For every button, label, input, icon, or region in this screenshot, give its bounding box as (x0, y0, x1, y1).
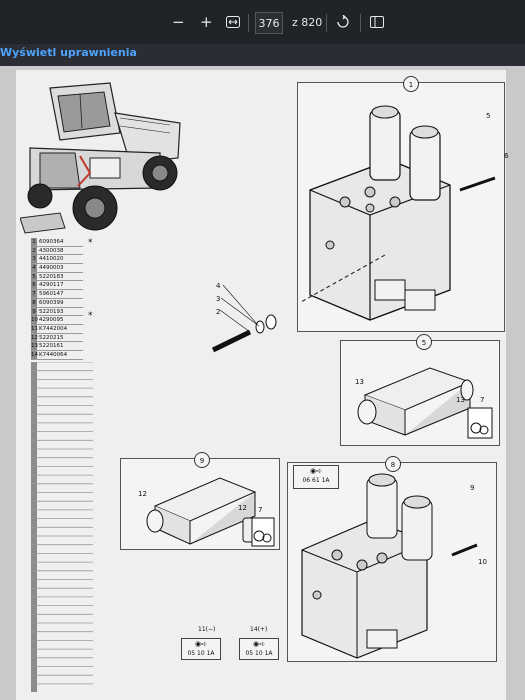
eye-arrow-icon: ◉➪ (310, 467, 322, 475)
part-label: 5 (486, 112, 491, 120)
part-label: 13 (456, 396, 465, 404)
part-code: K7440064 (39, 351, 68, 358)
valve-5-drawing (357, 367, 485, 436)
part-code: K7442004 (39, 325, 68, 332)
part-code: 5220183 (39, 273, 64, 280)
book-view-icon (370, 16, 384, 28)
code-badge: ◉➪ 05 10 1A (181, 638, 221, 660)
callout-5: 5 (416, 334, 432, 350)
part-code: 4490003 (39, 265, 64, 272)
part-label: 12 (138, 490, 147, 498)
part-code: 4300038 (39, 247, 64, 254)
page-view-button[interactable] (370, 12, 390, 32)
valve-9-drawing (146, 477, 262, 545)
part-code: 5220215 (39, 334, 64, 341)
row-number: 6 (31, 281, 37, 290)
zoom-in-button[interactable]: + (200, 13, 213, 31)
star-marker: * (88, 238, 93, 248)
part-label: 7 (258, 506, 263, 514)
toolbar-separator (360, 14, 361, 32)
part-code: 4290095 (39, 317, 64, 324)
row-number: 12 (31, 333, 38, 342)
wire-caption: 14(+) (250, 626, 268, 633)
badge-code: 06 61 1A (302, 477, 330, 484)
row-number: 10 (31, 316, 38, 325)
machine-illustration (20, 82, 181, 234)
part-label: 12 (238, 504, 247, 512)
row-number: 8 (31, 298, 37, 307)
row-number: 3 (31, 255, 37, 264)
valve-block-drawing (300, 105, 496, 321)
part-label: 2 (216, 308, 221, 316)
toolbar-separator (248, 14, 249, 32)
part-label: 13 (355, 378, 364, 386)
row-number: 9 (31, 307, 37, 316)
seal-kit-icon (251, 517, 275, 547)
toolbar-separator (326, 14, 327, 32)
valve-8-drawing (301, 473, 478, 659)
code-badge: ◉➪ 06 61 1A (293, 465, 339, 489)
part-code: 5960147 (39, 291, 64, 298)
row-number: 14 (31, 350, 38, 359)
star-marker: * (88, 311, 93, 321)
part-label: 6 (504, 152, 509, 160)
permissions-banner (0, 44, 525, 66)
fit-width-button[interactable] (226, 12, 246, 32)
row-number: 4 (31, 264, 37, 273)
part-label: 10 (478, 558, 487, 566)
page-count-label: z 820 (292, 16, 323, 29)
part-code: 5220193 (39, 308, 64, 315)
row-number: 13 (31, 342, 38, 351)
wire-caption: 11(−) (198, 626, 216, 633)
part-code: 6090364 (39, 239, 64, 245)
seal-kit-icon (467, 407, 493, 439)
part-code: 4290117 (39, 282, 64, 289)
badge-code: 05 10 1A (187, 650, 215, 657)
row-number: 2 (31, 246, 37, 255)
part-label: 4 (216, 282, 221, 290)
callout-9: 9 (194, 452, 210, 468)
rotate-button[interactable] (336, 12, 356, 32)
zoom-out-button[interactable]: − (172, 13, 185, 31)
code-badge: ◉➪ 05 10 1A (239, 638, 279, 660)
eye-arrow-icon: ◉➪ (253, 640, 265, 648)
part-label: 3 (216, 295, 221, 303)
part-code: 5220161 (39, 343, 64, 350)
part-code: 4410020 (39, 256, 64, 263)
row-number: 7 (31, 290, 37, 299)
fit-width-icon (226, 16, 240, 28)
row-number: 5 (31, 272, 37, 281)
rotate-icon (337, 15, 349, 28)
badge-code: 05 10 1A (245, 650, 273, 657)
view-permissions-link[interactable]: Wyświetl uprawnienia (0, 46, 137, 59)
page-number-input[interactable]: 376 (255, 12, 283, 34)
part-label: 7 (480, 396, 485, 404)
part-label: 9 (470, 484, 475, 492)
callout-8: 8 (385, 456, 401, 472)
seal-parts-drawing (211, 284, 277, 353)
parts-list-blank-rows (31, 362, 93, 692)
callout-1: 1 (403, 76, 419, 92)
part-code: 6090399 (39, 299, 64, 306)
row-number: 1 (31, 238, 37, 246)
eye-arrow-icon: ◉➪ (195, 640, 207, 648)
row-number: 11 (31, 324, 38, 333)
